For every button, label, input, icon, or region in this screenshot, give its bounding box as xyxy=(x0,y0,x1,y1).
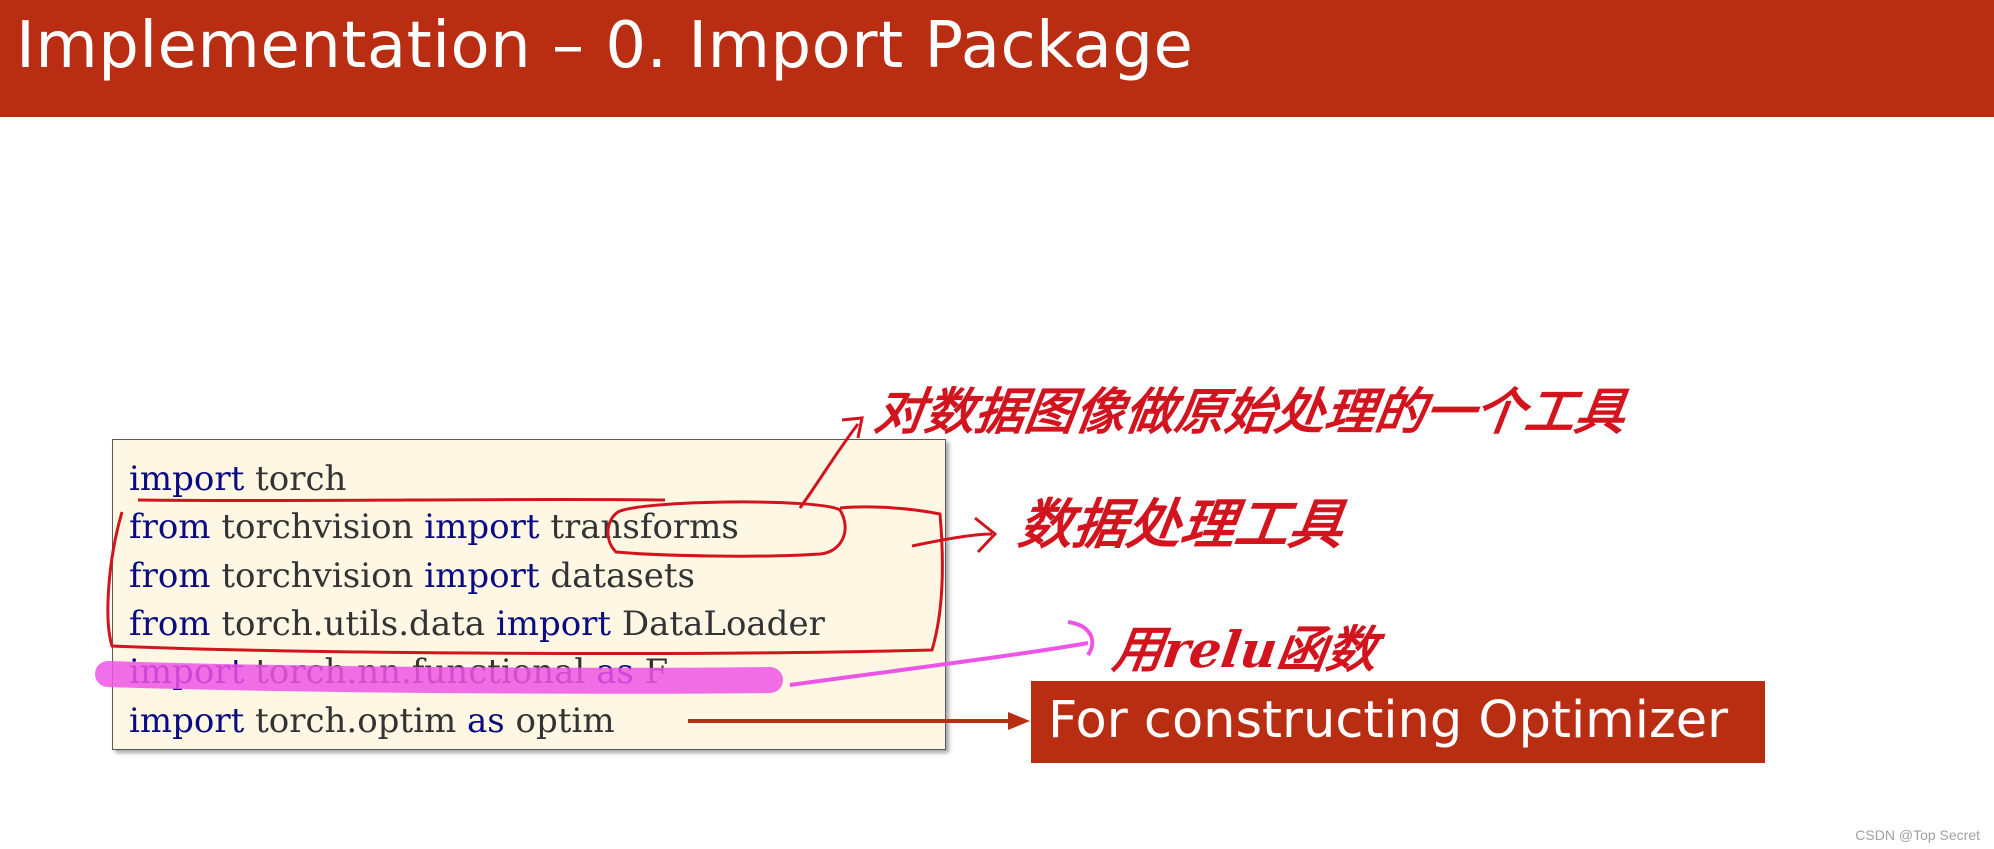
code-text: torch.nn.functional xyxy=(244,652,597,693)
code-keyword: as xyxy=(596,652,634,693)
code-keyword: import xyxy=(129,459,245,499)
optimizer-callout: For constructing Optimizer xyxy=(1031,681,1765,763)
code-text: torch.optim xyxy=(244,700,468,741)
code-text: transforms xyxy=(539,507,739,548)
code-line: import torch.nn.functional as F xyxy=(129,648,668,696)
code-text: F xyxy=(633,652,669,693)
code-keyword: from xyxy=(129,507,211,548)
code-keyword: import xyxy=(129,652,245,693)
title-bar: Implementation – 0. Import Package xyxy=(0,0,1994,117)
code-text: torch.utils.data xyxy=(210,603,496,644)
code-keyword: import xyxy=(424,555,540,596)
transforms-note: 对数据图像做原始处理的一个工具 xyxy=(871,382,1630,441)
code-keyword: from xyxy=(129,555,211,596)
code-keyword: import xyxy=(424,507,540,548)
code-text: torch xyxy=(244,459,347,499)
code-text: DataLoader xyxy=(611,603,825,644)
code-keyword: import xyxy=(129,700,245,741)
data-note-arrow-head xyxy=(974,516,998,554)
code-text: torchvision xyxy=(210,507,425,548)
code-keyword: from xyxy=(129,603,211,644)
code-line: from torch.utils.data import DataLoader xyxy=(129,600,825,648)
code-line: import torch.optim as optim xyxy=(129,697,615,745)
code-line: import torch xyxy=(129,455,346,503)
data-processing-note: 数据处理工具 xyxy=(1014,492,1348,556)
callout-arrow-head xyxy=(1008,712,1030,730)
code-line: from torchvision import transforms xyxy=(129,503,739,551)
transforms-arrow-head xyxy=(841,416,864,439)
code-line: from torchvision import datasets xyxy=(129,552,695,600)
watermark: CSDN @Top Secret xyxy=(1855,827,1980,843)
relu-note: 用relu函数 xyxy=(1109,620,1382,679)
callout-text: For constructing Optimizer xyxy=(1048,691,1729,750)
code-text: torchvision xyxy=(210,555,425,596)
pink-arrow-head xyxy=(1067,620,1095,657)
code-text: optim xyxy=(504,700,615,741)
code-keyword: as xyxy=(467,700,505,741)
slide-title: Implementation – 0. Import Package xyxy=(16,9,1194,83)
code-keyword: import xyxy=(495,603,612,644)
code-text: datasets xyxy=(539,555,695,596)
